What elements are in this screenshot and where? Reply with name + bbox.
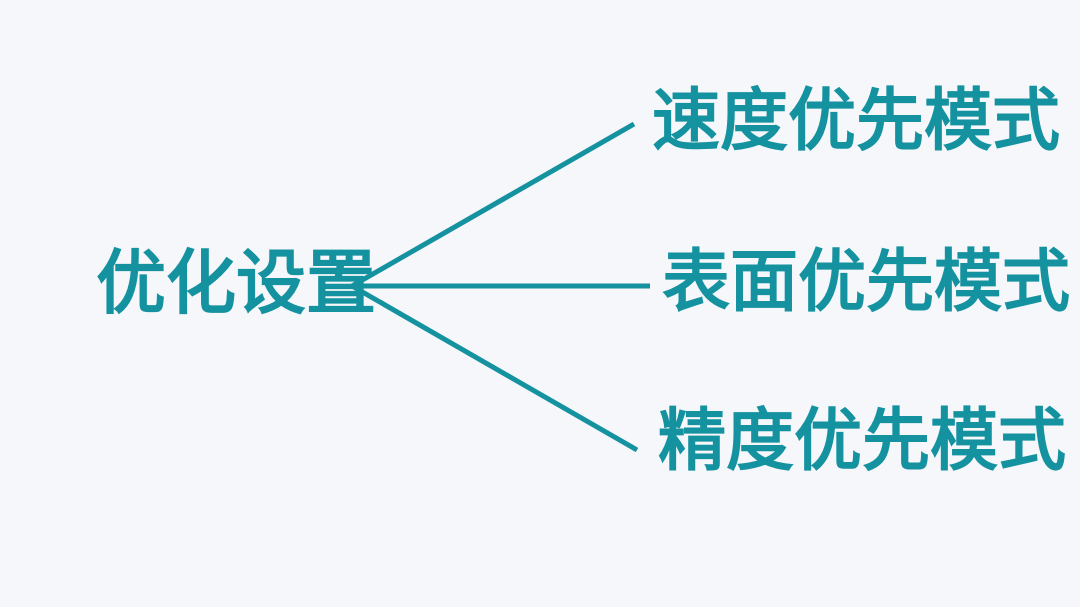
mindmap-branch-node-speed-priority[interactable]: 速度优先模式 [652, 82, 1061, 161]
mindmap-branch-node-precision-priority[interactable]: 精度优先模式 [658, 402, 1067, 481]
mindmap-root-node[interactable]: 优化设置 [96, 242, 376, 324]
connector-line-precision [350, 283, 639, 453]
connector-line-speed [350, 121, 636, 289]
mindmap-branch-node-surface-priority[interactable]: 表面优先模式 [662, 243, 1071, 322]
